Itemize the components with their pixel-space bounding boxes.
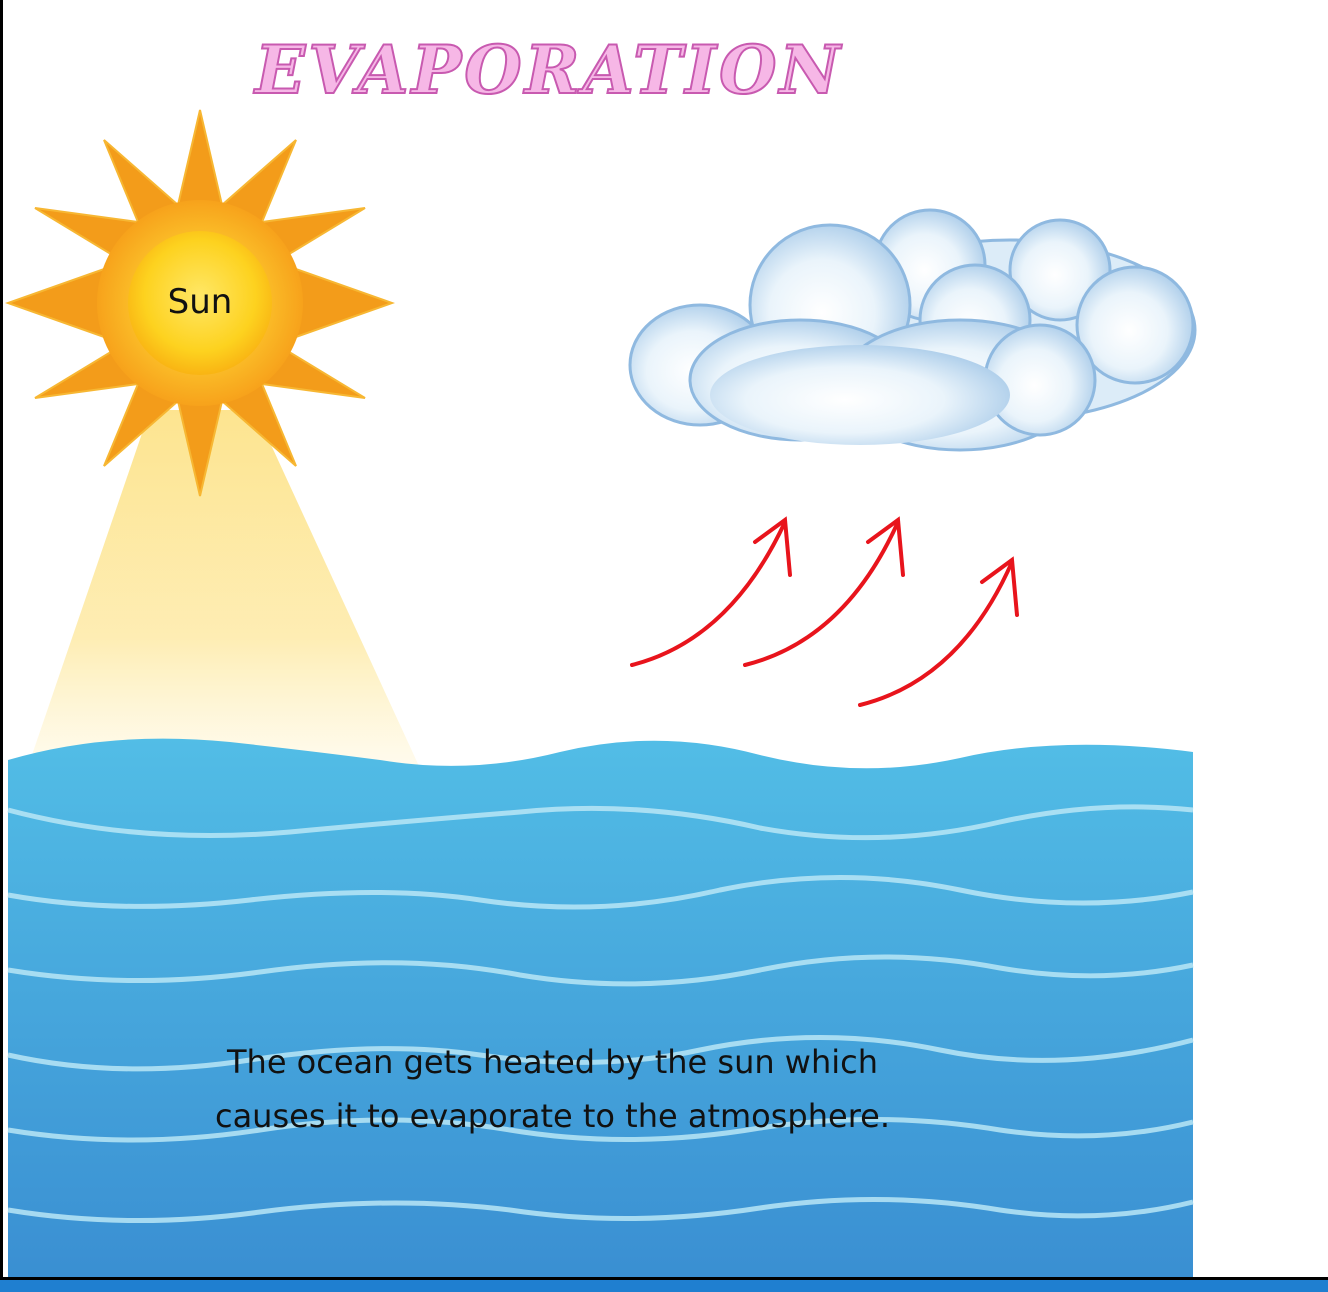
page-title: EVAPORATION	[254, 30, 843, 110]
arrow-up-right-icon	[630, 516, 792, 667]
bottom-strip	[0, 1280, 1328, 1292]
cloud-icon	[628, 208, 1197, 452]
sunlight-beam	[20, 410, 430, 790]
sun-icon	[4, 109, 396, 497]
frame-border-left	[0, 0, 3, 1280]
frame-border-bottom	[0, 1277, 1328, 1280]
sun-label: Sun	[167, 282, 233, 322]
ocean-waves	[7, 738, 1194, 1277]
arrow-up-right-icon	[743, 516, 905, 667]
arrow-up-right-icon	[858, 556, 1019, 707]
caption-text: The ocean gets heated by the sun which c…	[214, 1043, 891, 1135]
evaporation-arrows	[630, 516, 1019, 707]
